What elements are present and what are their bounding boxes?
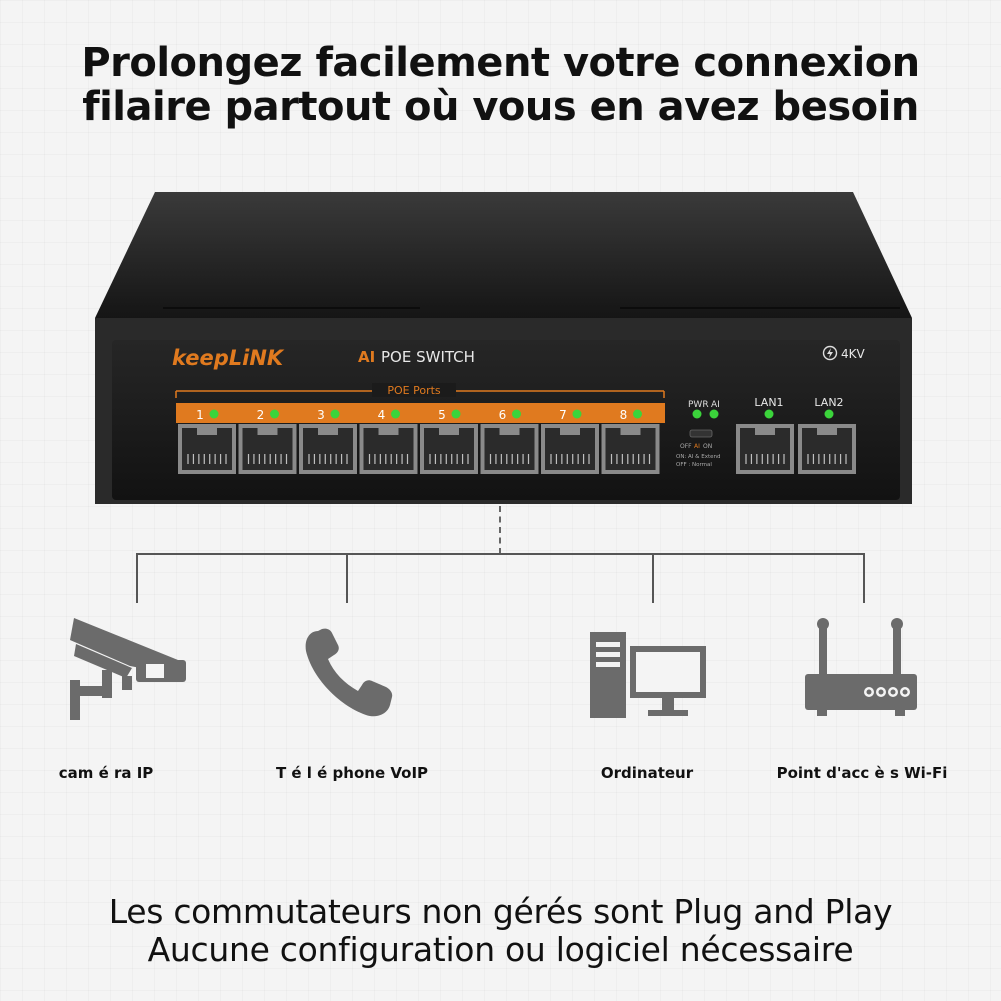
mode-note-off: OFF : Normal [676,462,712,468]
poe-port-number: 1 [196,408,204,422]
pwr-label: PWR [688,400,709,410]
poe-ports-label: POE Ports [387,384,441,397]
trunk-line [499,506,501,554]
cctv-camera-icon [70,618,186,720]
poe-port-led [512,409,521,419]
poe-port-7 [541,424,599,474]
mode-note-on: ON: AI & Extend [676,454,720,460]
drop-line-camera [136,553,138,603]
lightning-icon [822,345,838,361]
poe-port-2 [238,424,297,474]
model-label: POE SWITCH [381,348,475,366]
device-label-computer: Ordinateur [600,764,694,782]
poe-port-led [330,409,340,419]
surge-protection-badge: 4KV [822,345,866,361]
poe-port-led [572,409,582,419]
surge-rating: 4KV [841,347,866,361]
distribution-line [136,553,865,555]
drop-line-router [863,553,865,603]
lan-port-2 [798,424,856,474]
poe-port-5 [420,424,478,474]
ai-led [709,409,719,419]
poe-port-number: 5 [438,408,446,422]
poe-port-number: 6 [499,408,507,422]
poe-port-4 [359,424,418,474]
poe-port-led [270,409,279,419]
ai-badge: AI [358,348,375,366]
ai-toggle-switch [689,429,713,438]
drop-line-phone [346,553,348,603]
poe-switch-illustration: keepLiNK AI POE SWITCH 4KV POE Ports 1 2 3… [95,192,912,504]
headline-line-1: Prolongez facilement votre connexion [81,40,920,86]
poe-port-3 [299,424,357,474]
lan-port-1 [736,424,794,474]
switch-on-label: ON [703,443,712,450]
poe-port-number: 2 [257,408,265,422]
lan2-led [824,409,834,419]
headline-line-2: filaire partout où vous en avez besoin [82,84,919,130]
poe-port-led [209,409,219,419]
poe-port-number: 7 [559,408,567,422]
phone-icon [305,628,393,717]
device-label-phone: T é l é phone VoIP [275,764,429,782]
device-label-router: Point d'acc è s Wi-Fi [776,764,948,782]
poe-port-led [633,409,642,419]
poe-port-number: 3 [317,408,325,422]
poe-port-8 [601,424,660,474]
poe-port-strip [176,403,665,423]
lan2-label: LAN2 [814,396,843,409]
switch-ai-label: AI [694,443,700,450]
wifi-router-icon [805,618,917,716]
desktop-computer-icon [590,632,706,718]
poe-port-led [451,409,461,419]
brand-logo: keepLiNK [172,346,285,370]
footer-line-1: Les commutateurs non gérés sont Plug and… [108,892,893,931]
drop-line-computer [652,553,654,603]
poe-port-led [391,409,400,419]
ai-led-label: AI [711,400,720,410]
switch-off-label: OFF [680,443,692,450]
device-label-camera: cam é ra IP [58,764,154,782]
poe-port-1 [178,424,236,474]
switch-top-surface [95,192,912,318]
poe-port-number: 8 [620,408,628,422]
lan1-label: LAN1 [754,396,783,409]
lan1-led [764,409,774,419]
poe-port-number: 4 [378,408,386,422]
poe-port-6 [480,424,539,474]
footer-line-2: Aucune configuration ou logiciel nécessa… [147,930,854,969]
pwr-led [692,409,702,419]
